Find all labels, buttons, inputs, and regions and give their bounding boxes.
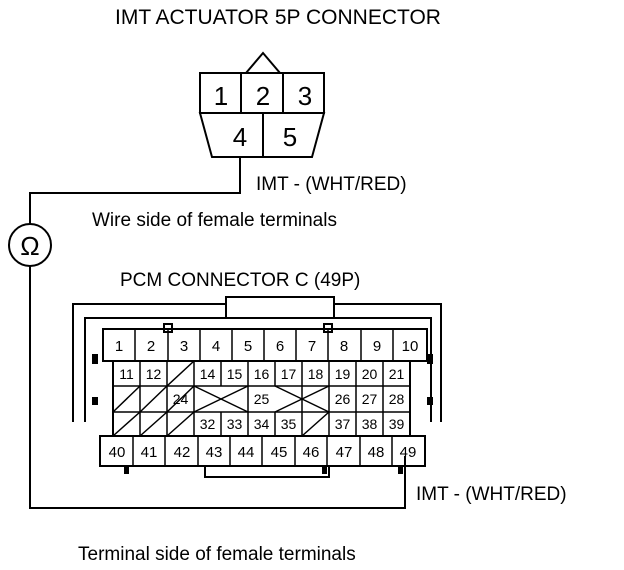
pcm-pin-28: 28	[389, 391, 405, 407]
pcm-pin-16: 16	[254, 366, 270, 382]
pcm-pin-27: 27	[362, 391, 378, 407]
pcm-row-1: 1 2 3 4 5 6 7 8 9 10	[115, 338, 419, 355]
pcm-pin-6: 6	[276, 338, 284, 355]
pcm-pin-48: 48	[368, 444, 385, 461]
pcm-pin-20: 20	[362, 366, 378, 382]
pcm-pin-8: 8	[340, 338, 348, 355]
pcm-pin-15: 15	[227, 366, 243, 382]
pcm-pin-5: 5	[244, 338, 252, 355]
pcm-pin-2: 2	[147, 338, 155, 355]
pcm-pin-44: 44	[238, 444, 255, 461]
pcm-pin-25: 25	[254, 391, 270, 407]
pcm-row-2: 11 12 14 15 16 17 18 19 20 21	[119, 366, 404, 382]
pcm-pin-11: 11	[119, 366, 134, 382]
actuator-pin-3: 3	[298, 81, 312, 111]
pcm-latch-marks	[92, 354, 433, 474]
actuator-view-note: Wire side of female terminals	[92, 210, 337, 231]
pcm-pin-12: 12	[146, 366, 162, 382]
pcm-pin-33: 33	[227, 416, 243, 432]
pcm-empty-cavities	[112, 360, 330, 437]
pcm-row-5: 40 41 42 43 44 45 46 47 48 49	[109, 444, 417, 461]
pcm-pin-43: 43	[206, 444, 223, 461]
pcm-connector-title: PCM CONNECTOR C (49P)	[120, 270, 360, 291]
pcm-wire-label: IMT - (WHT/RED)	[416, 484, 567, 505]
pcm-pin-32: 32	[200, 416, 216, 432]
ohmmeter-icon	[8, 223, 52, 267]
actuator-connector	[198, 51, 326, 158]
pcm-view-note: Terminal side of female terminals	[78, 544, 356, 565]
pcm-pin-1: 1	[115, 338, 123, 355]
pcm-pin-46: 46	[303, 444, 320, 461]
pcm-pin-49: 49	[400, 444, 417, 461]
pcm-pin-39: 39	[389, 416, 405, 432]
pcm-pin-18: 18	[308, 366, 324, 382]
pcm-pin-35: 35	[281, 416, 297, 432]
pcm-pin-40: 40	[109, 444, 126, 461]
pcm-pin-24: 24	[173, 391, 189, 407]
pcm-pin-9: 9	[373, 338, 381, 355]
pcm-pin-38: 38	[362, 416, 378, 432]
actuator-pin-1: 1	[214, 81, 228, 111]
pcm-pin-42: 42	[174, 444, 191, 461]
actuator-pin-2: 2	[256, 81, 270, 111]
pcm-pin-17: 17	[281, 366, 297, 382]
meter-wire	[29, 157, 406, 509]
pcm-cavity-grid	[113, 329, 410, 466]
pcm-row-4: 32 33 34 35 37 38 39	[200, 416, 405, 432]
pcm-pin-4: 4	[212, 338, 220, 355]
pcm-pin-26: 26	[335, 391, 351, 407]
pcm-pin-3: 3	[180, 338, 188, 355]
pcm-pin-37: 37	[335, 416, 351, 432]
pcm-pin-45: 45	[271, 444, 288, 461]
pcm-pin-14: 14	[200, 366, 216, 382]
ohmmeter-symbol: Ω	[20, 231, 39, 261]
pcm-pin-19: 19	[335, 366, 351, 382]
pcm-row-3: 24 25 26 27 28	[173, 391, 405, 407]
pcm-connector-housing	[72, 296, 442, 478]
pcm-pin-7: 7	[308, 338, 316, 355]
pcm-pin-10: 10	[402, 338, 419, 355]
pcm-pin-47: 47	[336, 444, 353, 461]
actuator-pin-4: 4	[233, 122, 247, 152]
pcm-pin-41: 41	[141, 444, 158, 461]
pcm-pin-21: 21	[389, 366, 405, 382]
pcm-pin-34: 34	[254, 416, 270, 432]
actuator-pin-5: 5	[283, 122, 297, 152]
actuator-wire-label: IMT - (WHT/RED)	[256, 174, 407, 195]
actuator-connector-title: IMT ACTUATOR 5P CONNECTOR	[115, 6, 441, 29]
